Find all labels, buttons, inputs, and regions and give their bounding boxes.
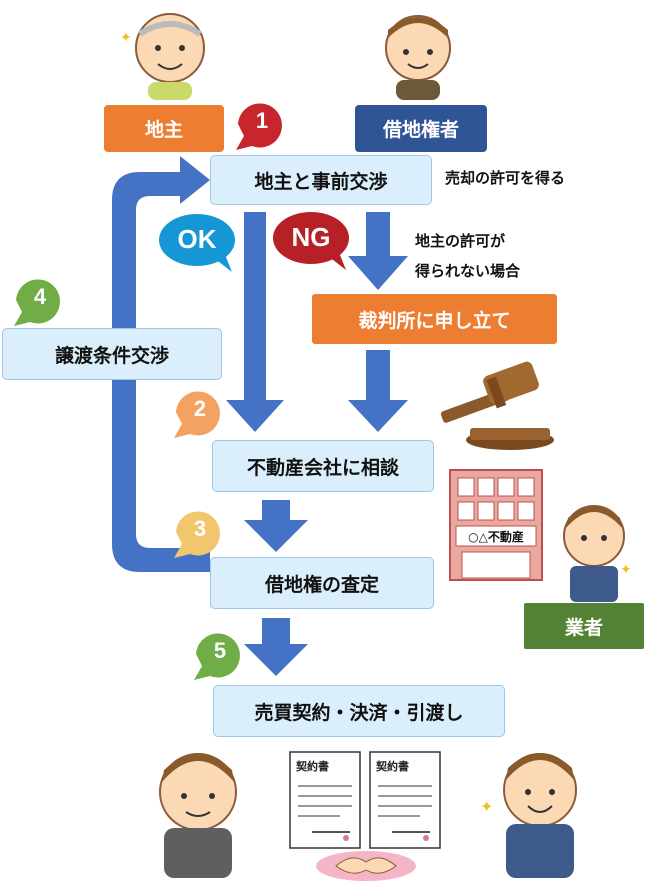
landowner-avatar-icon: ✦ bbox=[120, 13, 205, 100]
leaseholder-avatar-icon bbox=[385, 15, 451, 100]
step3-box: 借地権の査定 bbox=[210, 557, 434, 609]
svg-text:✦: ✦ bbox=[620, 561, 632, 577]
landowner-label: 地主 bbox=[104, 105, 224, 152]
ng-bubble-icon bbox=[273, 212, 349, 270]
ng-note-line2: 得られない場合 bbox=[415, 262, 521, 280]
step1-note: 売却の許可を得る bbox=[445, 169, 566, 187]
leaseholder-label: 借地権者 bbox=[355, 105, 487, 152]
ng-note-line1: 地主の許可が bbox=[415, 232, 506, 250]
svg-text:✦: ✦ bbox=[480, 799, 493, 816]
ok-bubble-icon bbox=[159, 214, 235, 272]
step3-to-step5-arrow bbox=[244, 618, 308, 676]
contract-document-icon bbox=[369, 751, 441, 849]
ok-arrow bbox=[226, 212, 284, 432]
dealer-label: 業者 bbox=[524, 603, 644, 649]
ng-arrow bbox=[348, 212, 408, 290]
contract-document-icon bbox=[289, 751, 361, 849]
svg-text:✦: ✦ bbox=[120, 29, 132, 45]
step1-badge-number: 1 bbox=[255, 108, 269, 133]
court-box: 裁判所に申し立て bbox=[312, 294, 557, 344]
step4-badge-number: 4 bbox=[33, 284, 47, 309]
ng-label: NG bbox=[291, 222, 331, 252]
step2-box: 不動産会社に相談 bbox=[212, 440, 434, 492]
step4-box: 譲渡条件交渉 bbox=[2, 328, 222, 380]
gavel-icon bbox=[440, 361, 554, 450]
building-sign-label: ○△不動産 bbox=[468, 530, 524, 544]
handshake-icon bbox=[316, 851, 416, 881]
dealer-avatar-icon: ✦ bbox=[563, 505, 632, 602]
contract-title: 契約書 bbox=[376, 760, 409, 773]
seller-avatar-icon bbox=[159, 753, 237, 878]
contract-title: 契約書 bbox=[296, 760, 329, 773]
court-arrow bbox=[348, 350, 408, 432]
step5-box: 売買契約・決済・引渡し bbox=[213, 685, 505, 737]
building-icon bbox=[449, 469, 543, 581]
ok-label: OK bbox=[177, 224, 217, 254]
step4-badge-icon bbox=[14, 279, 60, 326]
step3-badge-icon bbox=[174, 511, 220, 558]
step2-badge-icon bbox=[174, 391, 220, 438]
step1-badge-icon bbox=[236, 103, 282, 150]
step2-badge-number: 2 bbox=[193, 396, 207, 421]
step3-badge-number: 3 bbox=[193, 516, 207, 541]
step5-badge-number: 5 bbox=[213, 638, 227, 663]
step5-badge-icon bbox=[194, 633, 240, 680]
step1-box: 地主と事前交渉 bbox=[210, 155, 432, 205]
buyer-avatar-icon: ✦ bbox=[480, 753, 577, 878]
step2-to-step3-arrow bbox=[244, 500, 308, 552]
